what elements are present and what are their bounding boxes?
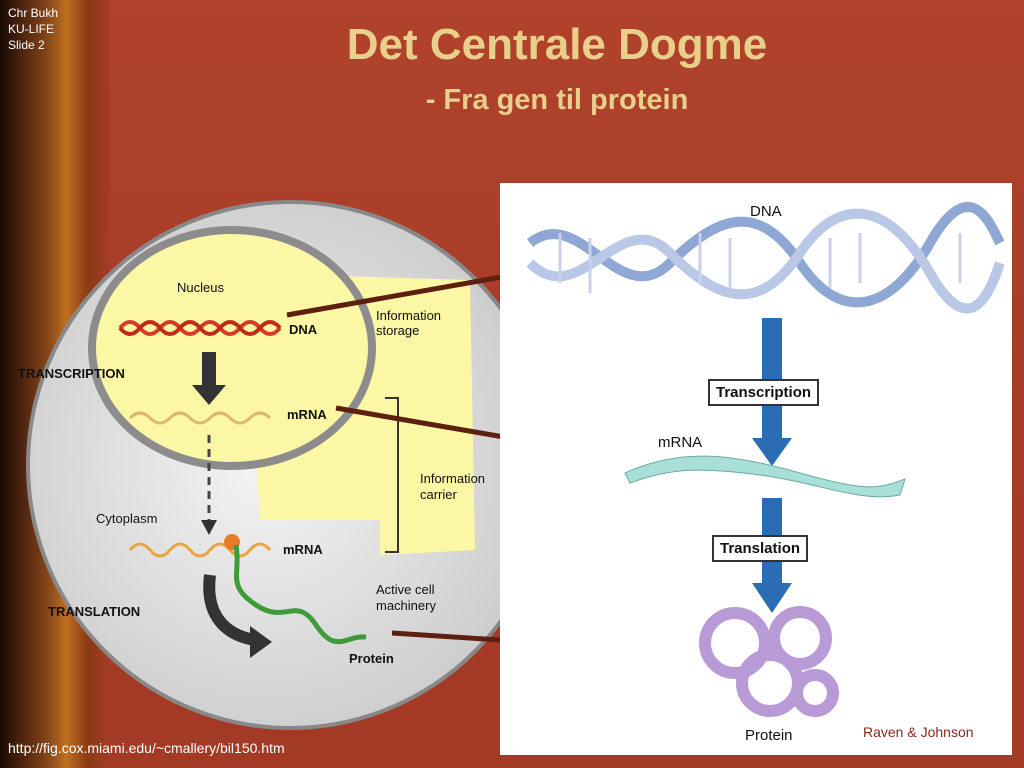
- pointer-arrows: [286, 260, 500, 643]
- mrna-nucleus-icon: [128, 411, 272, 425]
- dna-rungs: [558, 233, 962, 293]
- mrna-ribbon-icon: [624, 455, 906, 498]
- slide-title: Det Centrale Dogme: [346, 20, 768, 69]
- panel-translation-box: Translation: [712, 535, 809, 562]
- panel-dna-label: DNA: [750, 203, 782, 220]
- flow-arrowhead-1: [752, 438, 792, 466]
- active-cell-label-2: machinery: [376, 598, 436, 613]
- protein-blob-icon: [699, 606, 839, 717]
- info-carrier-label-2: carrier: [420, 487, 457, 502]
- slide-subtitle: - Fra gen til protein: [425, 84, 689, 116]
- cell-diagram: [26, 200, 500, 730]
- flow-shaft-1: [762, 318, 782, 438]
- credit-text: Raven & Johnson: [863, 724, 974, 740]
- panel-protein-label: Protein: [745, 727, 793, 744]
- mrna-cytoplasm-icon: [128, 542, 272, 558]
- info-carrier-label-1: Information: [420, 471, 486, 486]
- protein-label: Protein: [349, 651, 394, 666]
- info-storage-label-2: storage: [376, 323, 420, 338]
- central-dogma-panel: DNA Transcription mRNA Translation Prote…: [500, 183, 1012, 755]
- info-storage-label-1: Information: [376, 308, 442, 323]
- transcription-label: TRANSCRIPTION: [18, 366, 125, 381]
- dna-helix-icon: [526, 202, 1005, 314]
- mrna-nucleus-label: mRNA: [287, 407, 327, 422]
- flow-arrowhead-2: [752, 583, 792, 613]
- dna-label: DNA: [289, 322, 318, 337]
- panel-transcription-box: Transcription: [708, 379, 820, 406]
- slide-number: Slide 2: [8, 38, 45, 52]
- org-text: KU-LIFE: [8, 22, 55, 36]
- cytoplasm-label: Cytoplasm: [96, 511, 158, 526]
- transcription-arrow-icon: [192, 352, 226, 405]
- source-url-link[interactable]: http://fig.cox.miami.edu/~cmallery/bil15…: [8, 740, 285, 756]
- active-cell-label-1: Active cell: [376, 582, 435, 597]
- nucleus-label: Nucleus: [177, 280, 224, 295]
- info-carrier-bracket: [385, 397, 399, 553]
- translation-arrow-icon: [203, 574, 257, 646]
- author-text: Chr Bukh: [8, 6, 59, 20]
- panel-graphics: [526, 202, 1005, 717]
- protein-chain-icon: [233, 544, 367, 645]
- panel-mrna-label: mRNA: [658, 434, 703, 451]
- nucleus: [88, 226, 376, 470]
- mrna-cytoplasm-label: mRNA: [283, 542, 323, 557]
- translation-label: TRANSLATION: [48, 604, 141, 619]
